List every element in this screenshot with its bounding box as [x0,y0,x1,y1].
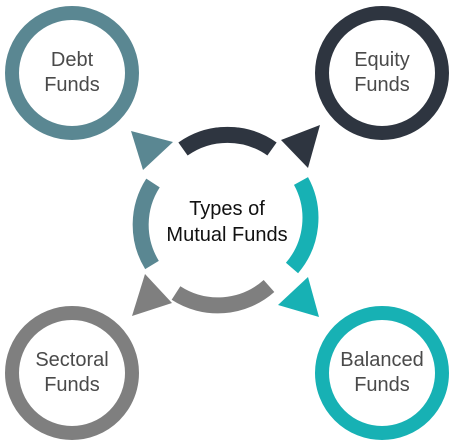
equity-funds-line2: Funds [354,74,410,96]
center-title-line2: Mutual Funds [166,224,288,246]
sectoral-funds-line2: Funds [44,374,100,396]
balanced-funds-ring [315,306,449,440]
sectoral-funds-line1: Sectoral [35,349,109,371]
equity-funds-ring [315,6,449,140]
center-arc-right [285,177,319,274]
sectoral-funds-ring [5,306,139,440]
center-arc-top [178,126,277,156]
arrow-to-sectoral-funds [132,274,172,316]
debt-funds-label: Debt Funds [12,23,132,123]
debt-funds-line1: Debt [50,49,94,71]
debt-funds-ring [5,6,139,140]
sectoral-funds-label: Sectoral Funds [12,323,132,423]
arrow-to-debt-funds [131,131,173,170]
equity-funds-line1: Equity [354,49,410,71]
balanced-funds-label: Balanced Funds [322,323,442,423]
equity-funds-label: Equity Funds [322,23,442,123]
debt-funds-line2: Funds [44,74,100,96]
arrow-to-balanced-funds [278,277,319,317]
center-title-line1: Types of [189,198,265,220]
center-arc-bottom [171,279,275,314]
balanced-funds-line2: Funds [354,374,410,396]
center-title: Types of Mutual Funds [152,180,302,264]
arrow-to-equity-funds [281,125,320,168]
balanced-funds-line1: Balanced [340,349,424,371]
center-arc-left [132,178,160,270]
